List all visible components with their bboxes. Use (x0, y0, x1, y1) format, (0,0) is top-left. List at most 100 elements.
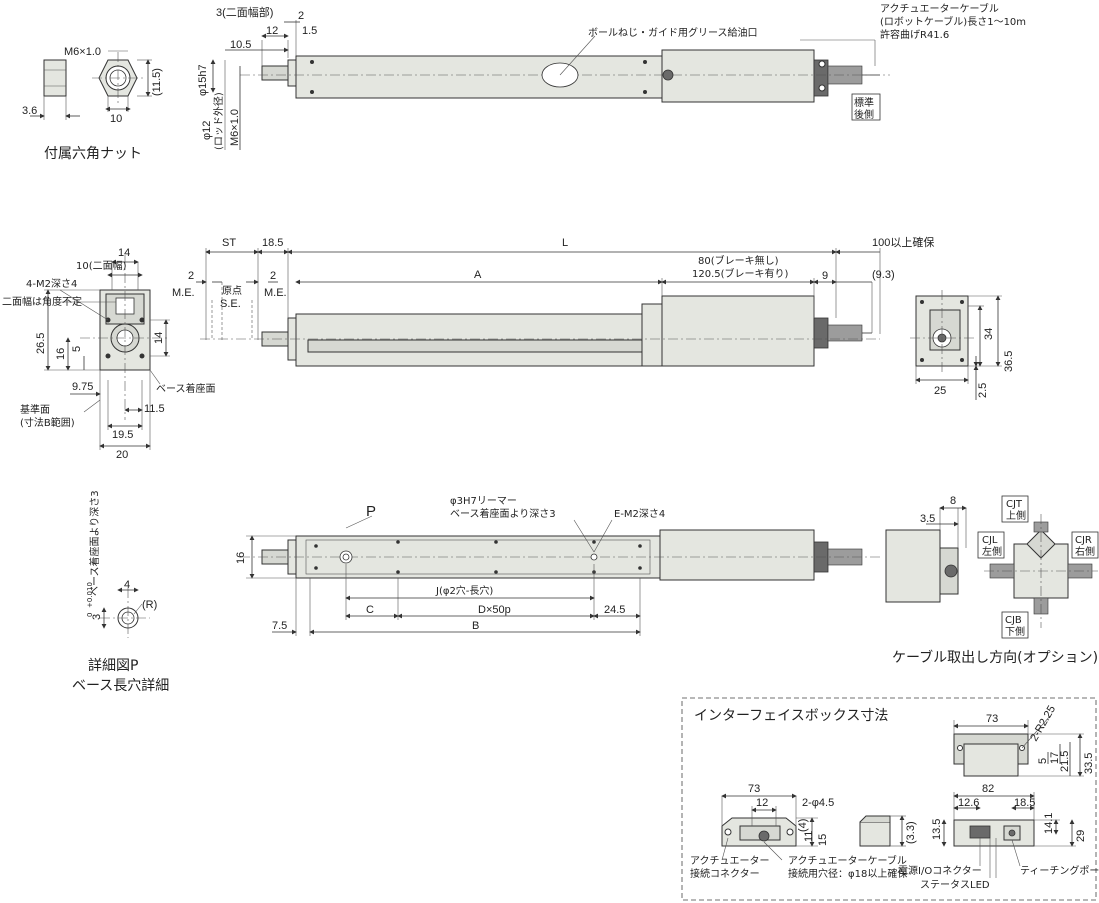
front-dim-9-75: 9.75 (72, 381, 93, 393)
cable-dim-3-5: 3.5 (920, 513, 935, 525)
ifbox-frame (681, 697, 1097, 901)
ifbox-teaching-port: ティーチングポート (1020, 864, 1099, 877)
side-brake-none: 80(ブレーキ無し) (698, 254, 779, 267)
ifbox-status-led: ステータスLED (920, 879, 990, 891)
side-stroke-st: ST (222, 237, 236, 249)
ifbox-side-29: 29 (1075, 830, 1087, 842)
front-dim-16: 16 (55, 348, 67, 360)
cjb-code: CJB (1005, 615, 1022, 626)
front-dim-19-5: 19.5 (112, 429, 133, 441)
bottom-dim-16: 16 (235, 552, 247, 564)
nut-thread-label: M6×1.0 (64, 46, 101, 58)
front-ref-2: (寸法B範囲) (20, 416, 75, 429)
cable-dim-8: 8 (950, 495, 956, 507)
cable-direction-view (885, 505, 1098, 628)
front-dim-14b: 14 (153, 332, 165, 344)
front-flat-note: 二面幅は角度不定 (2, 295, 82, 308)
bottom-reamer-2: ベース着座面より深さ3 (450, 507, 556, 520)
bottom-dim-24-5: 24.5 (604, 604, 625, 616)
cjl-side: 左側 (982, 545, 1002, 558)
detail-radius: (R) (142, 599, 157, 611)
side-dim-A: A (474, 269, 482, 281)
ifbox-dim-15: 15 (817, 834, 829, 846)
ifbox-connector-1: アクチュエーター (690, 855, 770, 867)
ifbox-dim-5: 5 (1037, 758, 1049, 764)
side-me-2: M.E. (264, 287, 287, 299)
side-dim-2a: 2 (188, 270, 194, 282)
top-dim-2: 2 (298, 10, 304, 22)
side-view-actuator (196, 248, 881, 367)
rear-end-view (910, 290, 1002, 400)
std-rear-1: 標準 (854, 96, 874, 109)
side-se: S.E. (220, 298, 241, 310)
cjr-tag (1071, 531, 1099, 559)
ifbox-dim-4: (4) (797, 819, 809, 832)
ifbox-dim-33-5: 33.5 (1083, 753, 1095, 774)
ifbox-holes: 2-φ4.5 (802, 797, 834, 809)
rear-dim-25: 25 (934, 385, 946, 397)
cjl-code: CJL (982, 535, 998, 546)
nut-width-3-6: 3.6 (22, 105, 37, 117)
ifbox-title: インターフェイスボックス寸法 (694, 708, 888, 724)
ifbox-side-13-5: 13.5 (931, 819, 943, 840)
front-m2-holes: 4-M2深さ4 (26, 278, 77, 290)
nut-height-label: (11.5) (151, 68, 163, 96)
nut-caption: 付属六角ナット (44, 146, 142, 162)
rear-dim-36-5: 36.5 (1003, 351, 1015, 372)
cable-note-2: (ロボットケーブル)長さ1～10m (880, 15, 1026, 28)
cjl-tag (977, 531, 1005, 559)
cjb-tag (1001, 611, 1029, 639)
top-phi12: φ12 (201, 121, 213, 140)
hex-nut-view (30, 50, 152, 120)
ifbox-io-connector: 電源I/Oコネクター (898, 864, 982, 877)
ifbox-side-14-1: 14.1 (1043, 813, 1055, 834)
cjt-code: CJT (1006, 499, 1023, 510)
top-rod-thread: M6×1.0 (229, 109, 241, 146)
ifbox-front-73: 73 (748, 783, 760, 795)
detail-p-view (100, 587, 150, 638)
ifbox-side-18-5: 18.5 (1014, 797, 1035, 809)
ifbox-radius: 2-R2.25 (1028, 704, 1058, 744)
ifbox-side-12-6: 12.6 (958, 797, 979, 809)
bottom-dim-B: B (472, 620, 479, 632)
cjb-side: 下側 (1005, 625, 1025, 638)
bottom-dim-C: C (366, 604, 374, 616)
front-dim-20: 20 (116, 449, 128, 461)
top-dim-10-5: 10.5 (230, 39, 251, 51)
bottom-em2: E-M2深さ4 (614, 508, 665, 520)
side-brake-with: 120.5(ブレーキ有り) (692, 267, 789, 280)
detail-tol-upper: +0.010 (86, 582, 94, 608)
ifbox-dim-21-5: 21.5 (1059, 751, 1071, 772)
detail-depth: 3 (91, 614, 103, 620)
detail-depth-note: ベース着座面より深さ3 (88, 490, 101, 596)
ifbox-hole-2: 接続用穴径：φ18以上確保 (788, 867, 907, 880)
front-dim-5: 5 (71, 346, 83, 352)
front-base-label: ベース着座面 (156, 382, 216, 395)
top-dim-12: 12 (266, 25, 278, 37)
ifbox-side-82: 82 (982, 783, 994, 795)
detail-caption-2: ベース長穴詳細 (72, 678, 169, 694)
side-dim-100: 100以上確保 (872, 235, 934, 249)
grease-port-label: ボールねじ・ガイド用グリース給油口 (588, 26, 758, 39)
side-dim-9: 9 (822, 270, 828, 282)
cjt-tag (1001, 495, 1029, 523)
bottom-dim-J: J(φ2穴-長穴) (435, 584, 493, 597)
cjr-code: CJR (1075, 535, 1092, 546)
bottom-detail-P: P (366, 503, 376, 520)
bottom-reamer-1: φ3H7リーマー (450, 496, 517, 507)
rear-dim-34: 34 (983, 328, 995, 340)
ifbox-top-73: 73 (986, 713, 998, 725)
cjt-side: 上側 (1006, 509, 1026, 522)
side-origin: 原点 (222, 285, 242, 297)
detail-caption-1: 詳細図P (88, 658, 138, 674)
front-ref-1: 基準面 (20, 403, 50, 416)
ifbox-dim-17: 17 (1049, 752, 1061, 764)
ifbox-dim-3-3: (3.3) (905, 821, 917, 844)
top-rod-od: (ロッド外径) (212, 92, 225, 150)
side-dim-18-5: 18.5 (262, 237, 283, 249)
std-rear-2: 後側 (854, 108, 874, 121)
cable-direction-caption: ケーブル取出し方向(オプション) (892, 649, 1098, 666)
ifbox-front-view (721, 793, 906, 861)
detail-dim-4: 4 (124, 579, 130, 591)
